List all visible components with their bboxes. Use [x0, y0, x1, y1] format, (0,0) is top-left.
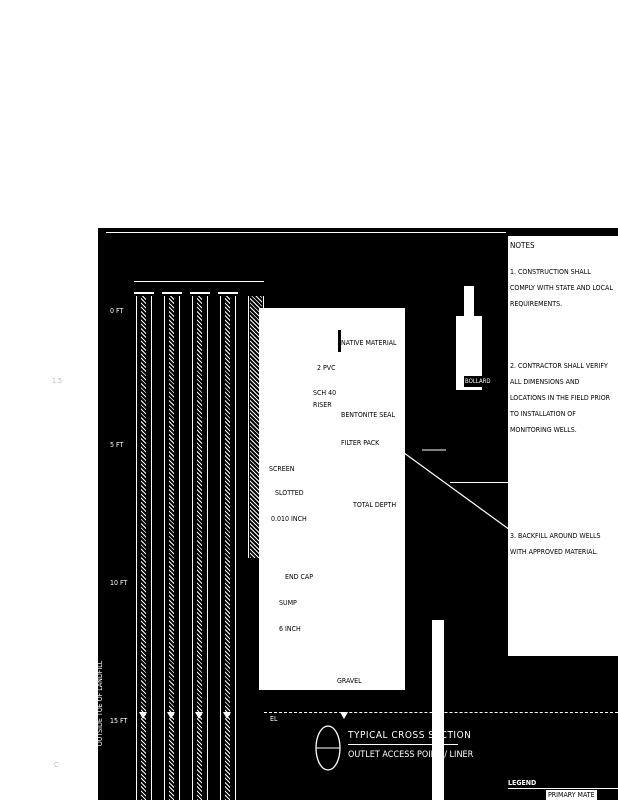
leader-line [399, 449, 511, 531]
depth-label-3: 15 FT [110, 717, 128, 725]
grade-line [134, 281, 264, 282]
arrow-bar [338, 330, 341, 352]
legend-title: LEGEND [508, 779, 537, 787]
well-column-3 [190, 292, 210, 800]
notes-title: NOTES [510, 241, 535, 250]
water-level-marker-2 [167, 712, 175, 719]
section-circle [315, 725, 341, 771]
water-level-marker-5 [340, 712, 348, 719]
label-native-material: NATIVE MATERIAL [341, 339, 397, 347]
water-level-marker-3 [195, 712, 203, 719]
edge-mark-2: C [54, 761, 59, 769]
depth-label-0: 0 FT [110, 307, 124, 315]
water-level-marker-1 [139, 712, 147, 719]
label-screen: SCREEN [269, 465, 295, 473]
legend-rule [508, 788, 618, 789]
label-6-inch: 6 INCH [279, 625, 301, 633]
drawing-frame: OUTSIDE TOE OF LANDFILL 0 FT 5 FT 10 FT … [98, 228, 618, 800]
section-subtitle: OUTLET ACCESS POINT / LINER [348, 750, 474, 760]
note-item-3: 3. BACKFILL AROUND WELLS WITH APPROVED M… [510, 532, 601, 556]
label-sump: SUMP [279, 599, 297, 607]
section-title: TYPICAL CROSS SECTION [348, 730, 472, 741]
well-column-4 [218, 292, 238, 800]
label-pvc: 2 PVC [317, 364, 336, 372]
depth-label-1: 5 FT [110, 441, 124, 449]
section-cut-line [432, 620, 444, 800]
label-gravel: GRAVEL [337, 677, 362, 685]
elevation-label: EL [270, 715, 278, 723]
detail-panel: NATIVE MATERIAL 2 PVC SCH 40 RISER BENTO… [259, 308, 405, 690]
post-top [464, 286, 474, 316]
top-rule [106, 232, 506, 233]
well-column-2 [162, 292, 182, 800]
label-slotted: SLOTTED [275, 489, 304, 497]
elevation-dash-line [264, 712, 618, 713]
section-title-rule [348, 744, 458, 745]
legend-item: PRIMARY MATE [546, 790, 597, 800]
side-label: OUTSIDE TOE OF LANDFILL [98, 660, 105, 747]
leader-horizontal [450, 482, 508, 483]
label-riser: RISER [313, 401, 332, 409]
depth-label-2: 10 FT [110, 579, 128, 587]
label-bentonite: BENTONITE SEAL [341, 411, 395, 419]
label-filter-pack: FILTER PACK [341, 439, 380, 447]
well-column-1 [134, 292, 154, 800]
label-end-cap: END CAP [285, 573, 314, 581]
post-label: BOLLARD [464, 376, 492, 387]
label-inch: 0.010 INCH [271, 515, 307, 523]
water-level-marker-4 [223, 712, 231, 719]
label-sch40: SCH 40 [313, 389, 337, 397]
note-item-2: 2. CONTRACTOR SHALL VERIFY ALL DIMENSION… [510, 362, 611, 434]
edge-mark-1: 1.5 [52, 377, 63, 385]
label-total-depth: TOTAL DEPTH [353, 501, 397, 509]
notes-panel: NOTES 1. CONSTRUCTION SHALL COMPLY WITH … [508, 236, 618, 656]
note-item-1: 1. CONSTRUCTION SHALL COMPLY WITH STATE … [510, 268, 613, 308]
